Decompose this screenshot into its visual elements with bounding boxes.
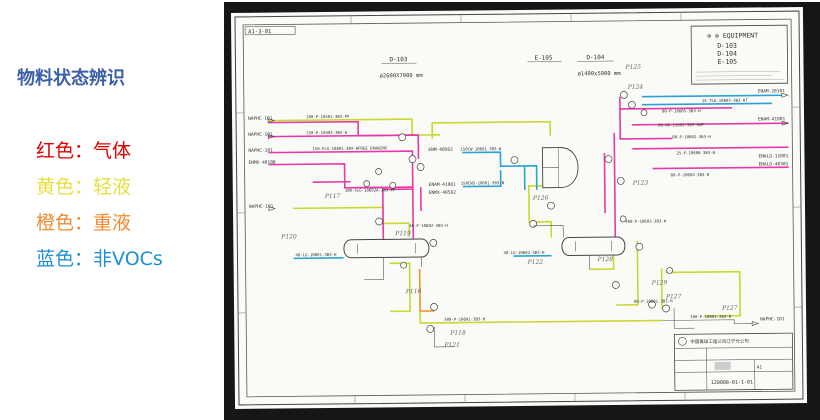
tag-e105: E-105 bbox=[534, 55, 553, 62]
line-label-l9: 300-P-10801-3B3-H bbox=[690, 314, 732, 319]
offpage-o2: NAPHC-101 bbox=[248, 132, 273, 138]
offpage-arrows bbox=[267, 92, 790, 326]
tag-d104: D-104 bbox=[586, 54, 605, 61]
line-label-l10: 80-P-10801-3B3-H bbox=[634, 298, 673, 303]
equipment-item-e105: E-105 bbox=[717, 58, 737, 66]
slide-title: 物料状态辨识 bbox=[17, 68, 125, 89]
hand-note-7: P125 bbox=[624, 64, 641, 71]
process-lines bbox=[363, 225, 753, 348]
legend-heavy-liquid: 橙色：重液 bbox=[36, 208, 131, 235]
offpage-o6: NAPHC-101 bbox=[249, 204, 274, 210]
legend-gas-sep: ： bbox=[74, 140, 94, 162]
line-label-l3: 150-FLG-10601-2B4-HFREE DRAWING bbox=[312, 145, 387, 151]
hand-note-13: P129 bbox=[651, 279, 668, 286]
legend-gas-label: 红色 bbox=[36, 140, 75, 162]
hand-note-5: P118 bbox=[449, 330, 466, 337]
offpage-o13: NAPHC-101 bbox=[760, 316, 785, 322]
heavy-liquid-lines bbox=[418, 269, 435, 312]
line-label-l15: 25-P-10606-3B3-N bbox=[676, 150, 715, 155]
exchanger-e105 bbox=[541, 147, 579, 189]
offpage-o10: ENAM-41001 bbox=[758, 116, 785, 122]
legend-heavy-liquid-meaning: 重液 bbox=[93, 212, 132, 234]
line-label-l12: 80-P-10605-3B3-H bbox=[662, 108, 701, 113]
line-label-l5: 40-LG-10601-3B3-H bbox=[295, 252, 337, 257]
line-label-l11: 15-TLE-10603-3B3-HT bbox=[702, 98, 748, 103]
line-label-l6: 40-LG-10602-3B3-H bbox=[503, 250, 545, 255]
line-label-l14: 80-AG-21002-3B3-HWT bbox=[658, 122, 704, 127]
hand-note-12: P128 bbox=[597, 256, 614, 263]
hand-note-14: P127 bbox=[665, 293, 682, 300]
title-block-company: 中国寰球工程公司辽宁分公司 bbox=[690, 338, 749, 346]
notes-lines bbox=[695, 71, 784, 81]
title-block-drawing-no: 120008-01-1-01 bbox=[711, 380, 753, 386]
title-block bbox=[673, 332, 794, 391]
hand-note-2: P120 bbox=[280, 233, 297, 240]
pid-drawing: A1-3-01 ⊕ ⊕ EQUIPMENT D-103 D-104 E-105 … bbox=[234, 10, 804, 406]
line-label-l4: 100-FLG-10602A-3B3-PP bbox=[345, 187, 396, 193]
tag-d103: D-103 bbox=[389, 56, 408, 63]
top-left-ref: A1-3-01 bbox=[248, 29, 271, 35]
pid-drawing-sheet: A1-3-01 ⊕ ⊕ EQUIPMENT D-103 D-104 E-105 … bbox=[230, 7, 808, 409]
line-label-l7: 40-P-10602-3B3-H bbox=[409, 223, 448, 228]
hand-note-1: P117 bbox=[324, 193, 341, 200]
offpage-o11: ENALG-11001 bbox=[758, 153, 788, 159]
legend-light-liquid-meaning: 轻液 bbox=[93, 176, 132, 198]
ref-box bbox=[244, 26, 296, 36]
equipment-box bbox=[690, 24, 789, 85]
tag-d103-size: ø2600X7000 mm bbox=[380, 73, 424, 79]
offpage-o9: ENAM-20101 bbox=[758, 88, 785, 94]
title-block-sheet: A1 bbox=[757, 364, 763, 370]
legend-gas: 红色：气体 bbox=[36, 136, 131, 163]
line-label-l16: 150CW-10601-3B3-N bbox=[460, 146, 502, 151]
vessel-d103 bbox=[343, 238, 430, 259]
hand-note-3: P119 bbox=[394, 230, 411, 237]
offpage-o7: ENAM-41001 bbox=[429, 182, 456, 188]
equipment-item-d104: D-104 bbox=[717, 50, 737, 58]
legend-non-voc-meaning: 非VOCs bbox=[93, 248, 163, 270]
line-label-l2: 150-P-10402-3B3-H bbox=[306, 130, 348, 135]
instrument-balloons bbox=[363, 91, 674, 333]
legend-heavy-liquid-sep: ： bbox=[74, 212, 94, 234]
hand-note-9: P123 bbox=[632, 180, 649, 187]
line-label-l17: 150CWS-10601-3B3-N bbox=[461, 180, 505, 185]
legend-non-voc-label: 蓝色 bbox=[36, 248, 75, 270]
line-label-l19: 80-P-10604-3B3-H bbox=[671, 172, 710, 177]
equipment-header: ⊕ ⊕ EQUIPMENT bbox=[707, 31, 758, 40]
hand-note-8: P124 bbox=[627, 84, 644, 91]
offpage-o8: ENMX-40502 bbox=[429, 190, 456, 196]
offpage-o5: ENM-40502 bbox=[428, 147, 453, 153]
outer-border bbox=[234, 10, 804, 406]
legend-non-voc-sep: ： bbox=[74, 248, 94, 270]
line-label-l8: 300-P-10601-3B3-H bbox=[444, 316, 486, 321]
line-label-l1: 100-P-10401-3B3-PP bbox=[306, 114, 350, 119]
border-ticks bbox=[235, 12, 803, 404]
vessel-d104 bbox=[561, 236, 626, 256]
offpage-o1: NAPHC-101 bbox=[248, 116, 273, 122]
legend-non-voc: 蓝色：非VOCs bbox=[36, 244, 163, 271]
offpage-o12: ENALG-40301 bbox=[759, 161, 789, 167]
legend-light-liquid: 黄色：轻液 bbox=[36, 172, 131, 199]
offpage-o4: ENMX-4010B bbox=[248, 160, 275, 166]
line-label-l13: 80-P-10602-3B3-H bbox=[672, 134, 711, 139]
hand-note-4: P116 bbox=[405, 288, 422, 295]
hand-note-10: P122 bbox=[527, 259, 544, 266]
legend-heavy-liquid-label: 橙色 bbox=[36, 212, 75, 234]
hand-note-15: P127 bbox=[721, 305, 738, 312]
equipment-item-d103: D-103 bbox=[717, 42, 737, 50]
offpage-o3: NAPHC-101 bbox=[248, 148, 273, 154]
legend-light-liquid-sep: ： bbox=[74, 176, 94, 198]
inner-border bbox=[242, 18, 796, 398]
non-voc-lines bbox=[293, 94, 782, 260]
hand-note-11: P126 bbox=[532, 195, 549, 202]
legend-gas-meaning: 气体 bbox=[93, 140, 132, 162]
gas-lines bbox=[268, 96, 789, 244]
legend-light-liquid-label: 黄色 bbox=[36, 176, 75, 198]
tag-d104-size: ø1400x5000 mm bbox=[578, 71, 622, 77]
hand-note-6: P121 bbox=[443, 342, 460, 349]
line-label-l18: 300-P-10603-3B3-H bbox=[625, 218, 667, 223]
